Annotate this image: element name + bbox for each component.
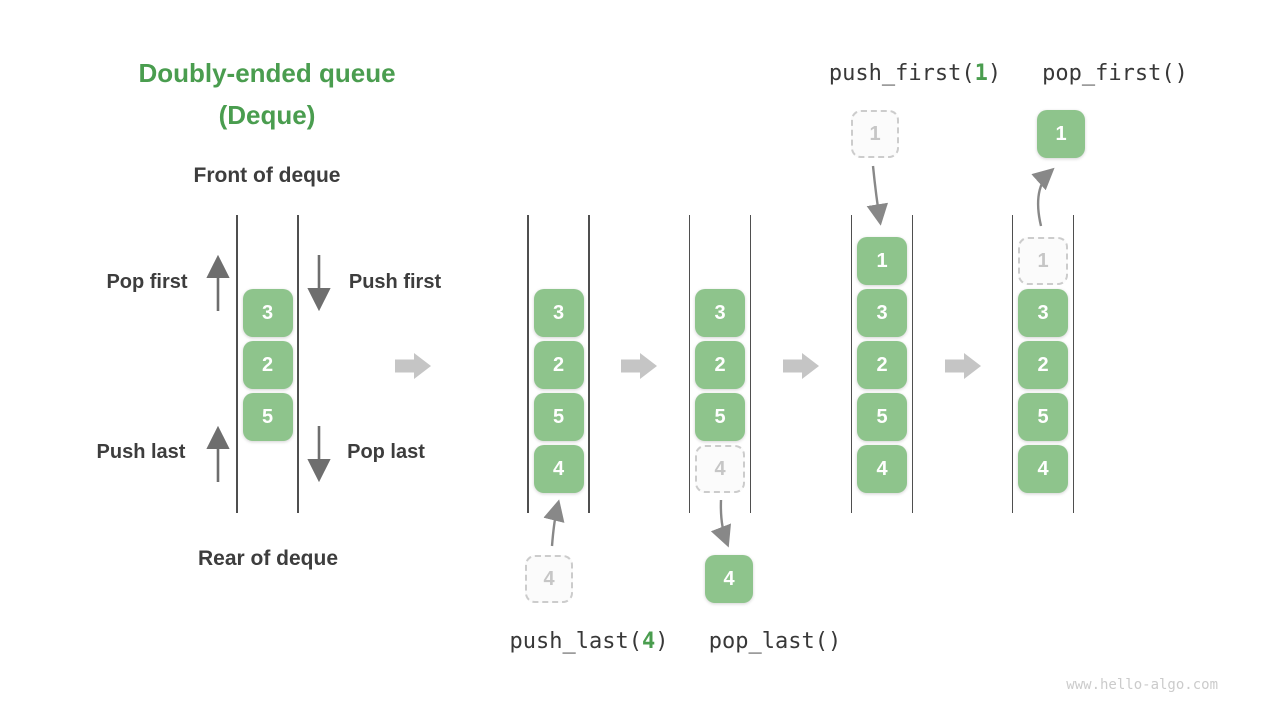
pop-first-label: Pop first: [106, 271, 188, 293]
pop-last-code-label: pop_last(): [709, 629, 841, 654]
push-last-insert-arrow-icon: [543, 499, 565, 547]
queue-line: [1072, 215, 1075, 513]
queue-cell: 2: [857, 341, 907, 389]
queue-line: [588, 215, 590, 513]
queue-cell: 3: [695, 289, 745, 337]
queue-line: [911, 215, 914, 513]
watermark: www.hello-algo.com: [1066, 677, 1218, 693]
queue-cell: 5: [242, 393, 293, 441]
queue-cell: 2: [242, 341, 293, 389]
queue-line: [688, 215, 691, 513]
queue-cell: 3: [1018, 289, 1068, 337]
transition-arrow-icon: [621, 353, 657, 379]
code-suffix: ): [655, 629, 669, 654]
queue-line: [297, 215, 299, 513]
floating-cell: 4: [705, 555, 753, 603]
queue-cell: 3: [857, 289, 907, 337]
floating-cell: 4: [525, 555, 573, 603]
transition-arrow-icon: [945, 353, 981, 379]
code-arg: 4: [641, 629, 656, 654]
push-first-label: Push first: [348, 271, 442, 293]
queue-line: [850, 215, 853, 513]
queue-cell: 2: [1018, 341, 1068, 389]
queue-line: [236, 215, 238, 513]
floating-cell: 1: [1037, 110, 1085, 158]
push-first-insert-arrow-icon: [866, 165, 889, 226]
push-last-code-label: push_last(4): [510, 629, 669, 654]
queue-cell: 3: [533, 289, 584, 337]
pop-last-label: Pop last: [347, 441, 425, 463]
queue-cell: 1: [857, 237, 907, 285]
pop-last-remove-arrow-icon: [710, 499, 731, 548]
queue-cell: 4: [857, 445, 907, 493]
rear-of-deque-label: Rear of deque: [197, 547, 339, 570]
code-prefix: push_first(: [828, 61, 975, 86]
queue-cell: 1: [1018, 237, 1068, 285]
queue-cell: 2: [695, 341, 745, 389]
floating-cell: 1: [851, 110, 899, 158]
queue-cell: 5: [1018, 393, 1068, 441]
queue-line: [749, 215, 752, 513]
front-of-deque-label: Front of deque: [193, 164, 341, 187]
queue-cell: 2: [533, 341, 584, 389]
code-suffix: ): [987, 61, 1002, 86]
queue-cell: 5: [695, 393, 745, 441]
queue-cell: 5: [857, 393, 907, 441]
code-prefix: pop_last(): [708, 629, 842, 654]
transition-arrow-icon: [783, 353, 819, 379]
queue-line: [527, 215, 529, 513]
page-title-line1: Doubly-ended queue: [138, 58, 396, 88]
code-prefix: pop_first(): [1042, 61, 1188, 86]
page-title-line2: (Deque): [218, 100, 316, 130]
queue-cell: 4: [695, 445, 745, 493]
pop-first-remove-arrow-icon: [1031, 167, 1055, 227]
transition-arrow-icon: [395, 353, 431, 379]
queue-cell: 3: [242, 289, 293, 337]
queue-cell: 4: [1018, 445, 1068, 493]
queue-line: [1011, 215, 1014, 513]
push-last-label: Push last: [96, 441, 186, 463]
push-first-code-label: push_first(1): [829, 61, 1001, 86]
code-arg: 1: [974, 61, 988, 86]
queue-cell: 5: [533, 393, 584, 441]
pop-first-code-label: pop_first(): [1042, 61, 1188, 86]
queue-cell: 4: [533, 445, 584, 493]
code-prefix: push_last(: [509, 629, 642, 654]
